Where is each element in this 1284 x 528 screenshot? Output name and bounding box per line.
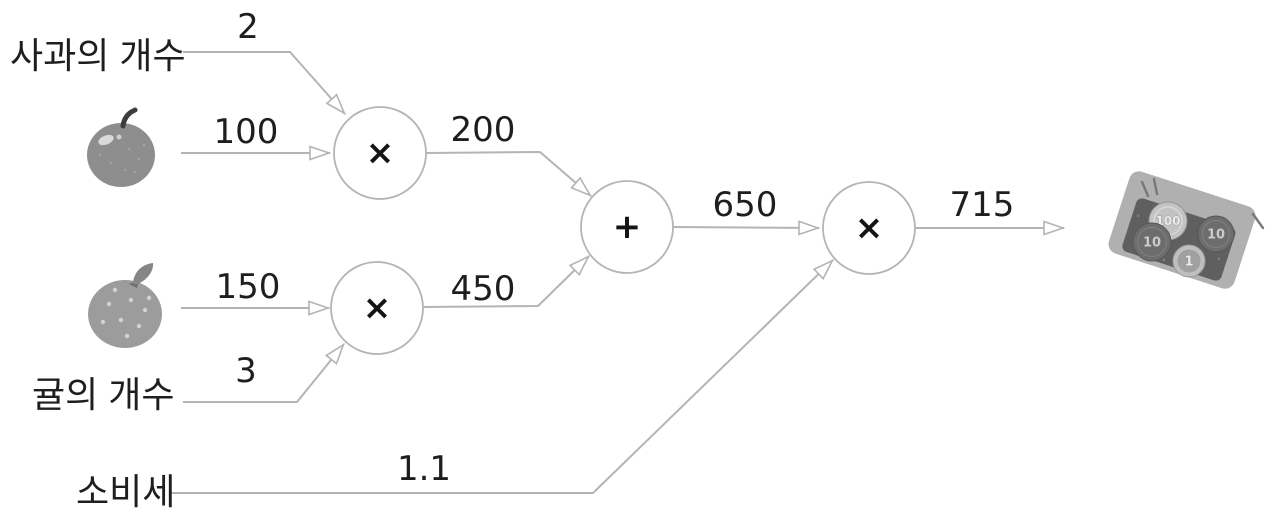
- apple-subtotal-value: 200: [451, 110, 516, 150]
- orange-count-value: 3: [235, 351, 257, 391]
- node-tax-multiply: [822, 181, 916, 275]
- apple-highlight: [98, 134, 114, 146]
- orange-price-value: 150: [216, 267, 281, 307]
- coin-10-left-value: 10: [1143, 236, 1161, 251]
- orange-count-label: 귤의 개수: [32, 374, 174, 415]
- edge-add-to-tax-multiply: [672, 220, 821, 236]
- subtotal-value: 650: [713, 185, 778, 225]
- node-add: [580, 180, 674, 274]
- coin-10-right-value: 10: [1207, 228, 1225, 243]
- tangerine-image: [88, 263, 162, 348]
- orange-subtotal-value: 450: [451, 269, 516, 309]
- total-value: 715: [950, 185, 1015, 225]
- orange-multiply-operator: ×: [363, 288, 392, 328]
- apple-count-label: 사과의 개수: [10, 35, 186, 76]
- edge-tax-to-multiply: [170, 258, 835, 494]
- money-tray-image: 100 10 10 1: [1108, 171, 1265, 289]
- coin-10-right: 10: [1197, 215, 1235, 253]
- tax-label: 소비세: [76, 471, 175, 512]
- node-apple-multiply: [333, 106, 427, 200]
- apple-speckles: [98, 143, 146, 174]
- node-orange-multiply: [330, 261, 424, 355]
- apple-stem: [120, 107, 138, 129]
- add-operator: +: [613, 207, 642, 247]
- apple-body: [87, 123, 155, 187]
- money-tray-sparkles: [1140, 177, 1265, 230]
- tangerine-speckles: [100, 287, 152, 339]
- edge-apple-multiply-to-add: [425, 151, 593, 197]
- coin-10-left: 10: [1132, 222, 1172, 262]
- edge-orange-multiply-to-add: [422, 254, 591, 308]
- tax-value: 1.1: [397, 449, 451, 489]
- apple-highlight-dot: [116, 134, 122, 140]
- edge-orange-count-to-multiply: [183, 342, 345, 403]
- coin-1-inner: [1177, 249, 1201, 273]
- coin-1-value: 1: [1184, 255, 1193, 270]
- coin-10-right-face: [1197, 215, 1235, 253]
- tangerine-body: [88, 280, 162, 348]
- tangerine-leaf: [133, 263, 154, 285]
- coin-10-left-face: [1132, 222, 1172, 262]
- coin-10-right-ring: [1201, 219, 1231, 249]
- apple-multiply-operator: ×: [366, 133, 395, 173]
- coin-100-value: 100: [1155, 214, 1180, 228]
- apple-count-value: 2: [237, 7, 259, 47]
- coin-1: 1: [1172, 244, 1206, 278]
- edge-apple-count-to-multiply: [183, 51, 346, 116]
- apple-image: [87, 107, 155, 187]
- apple-price-value: 100: [214, 112, 279, 152]
- tax-multiply-operator: ×: [855, 208, 884, 248]
- coin-10-left-ring: [1136, 226, 1168, 258]
